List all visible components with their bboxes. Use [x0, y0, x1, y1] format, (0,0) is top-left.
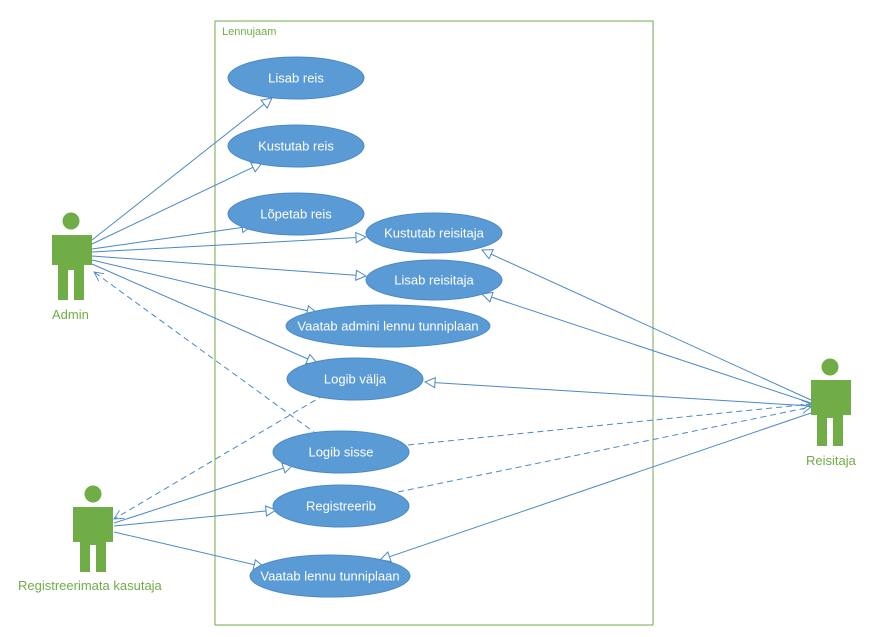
uc-label-logib-valja: Logib välja [323, 371, 387, 387]
assoc-admin-kustutab-reis [91, 163, 262, 245]
assoc-admin-lopetab-reis [91, 226, 252, 250]
assoc-admin-lisab-reisitaja [91, 255, 366, 276]
actor-reisitaja-icon [811, 358, 851, 446]
actor-label-reisitaja: Reisitaja [806, 453, 856, 468]
assoc-admin-lisab-reis [91, 98, 272, 241]
dep-logib-sisse-admin [94, 272, 319, 436]
assoc-reg-registreerib [113, 510, 276, 527]
uc-vaatab-lennu [249, 554, 411, 598]
assoc-reisitaja-logib-valja [425, 382, 812, 407]
assoc-admin-vaatab-admini [91, 259, 317, 313]
assoc-admin-kustutab-reisitaja [91, 237, 366, 253]
actor-registreerimata-icon [73, 485, 113, 572]
system-name: Lennujaam [222, 26, 277, 38]
uc-vaatab-admini [285, 304, 491, 348]
uc-label-lisab-reisitaja: Lisab reisitaja [394, 272, 474, 288]
uc-label-kustutab-reis: Kustutab reis [258, 138, 334, 154]
actor-label-admin: Admin [52, 307, 89, 322]
uc-label-kustutab-reisitaja: Kustutab reisitaja [384, 225, 484, 241]
use-cases [227, 56, 503, 598]
uc-label-vaatab-lennu: Vaatab lennu tunniplaan [260, 568, 400, 584]
uc-label-lopetab-reis: Lõpetab reis [260, 206, 332, 222]
uc-kustutab-reis [227, 124, 365, 168]
associations [91, 98, 812, 567]
assoc-admin-logib-valja [91, 263, 317, 363]
actor-label-registreerimata: Registreerimata kasutaja [18, 578, 162, 593]
uc-lisab-reis [227, 56, 365, 100]
uc-label-logib-sisse: Logib sisse [308, 444, 374, 460]
uc-registreerib [272, 484, 410, 528]
dep-logib-valja-reg [114, 394, 325, 519]
uc-lopetab-reis [227, 192, 365, 236]
uc-label-vaatab-admini: Vaatab admini lennu tunniplaan [297, 318, 479, 334]
system-boundary [214, 20, 654, 626]
dep-logib-sisse-reisitaja [407, 404, 811, 446]
assoc-reg-logib-sisse [113, 465, 293, 524]
actor-admin-icon [52, 212, 92, 300]
uc-lisab-reisitaja [365, 259, 503, 301]
assoc-reisitaja-kustutab-reisitaja [482, 250, 812, 401]
assoc-reisitaja-lisab-reisitaja [482, 294, 812, 404]
dep-registreerib-reisitaja [397, 407, 811, 493]
uc-logib-sisse [272, 430, 410, 474]
uc-kustutab-reisitaja [365, 212, 503, 254]
uc-label-lisab-reis: Lisab reis [268, 70, 324, 86]
uc-label-registreerib: Registreerib [305, 498, 377, 514]
assoc-reisitaja-vaatab-lennu [380, 412, 812, 560]
uc-logib-valja [286, 357, 424, 401]
assoc-reg-vaatab-lennu [113, 531, 264, 567]
